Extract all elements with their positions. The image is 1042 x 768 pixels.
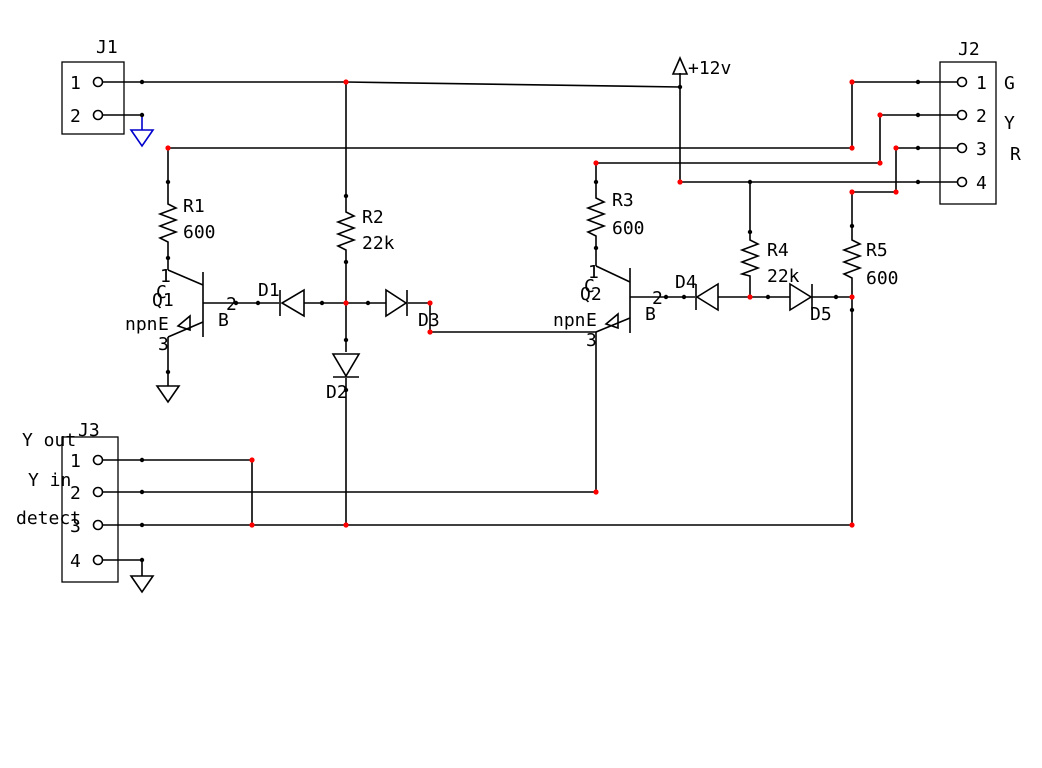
q1-emitter-arrow-icon bbox=[176, 314, 191, 332]
q1-type: npn bbox=[125, 314, 158, 335]
q2-type: npn bbox=[553, 310, 586, 331]
q1-term-c: C bbox=[156, 282, 167, 303]
r3-value: 600 bbox=[612, 218, 645, 239]
j2-pin1: 1 bbox=[976, 73, 987, 94]
j3-body bbox=[61, 436, 119, 583]
j3-signal-detect: detect bbox=[16, 508, 81, 529]
r2-ref: R2 bbox=[362, 207, 384, 228]
j2-signal-y: Y bbox=[1004, 113, 1015, 134]
j3-pin3: 3 bbox=[70, 516, 81, 537]
j1-pin2: 2 bbox=[70, 106, 81, 127]
r3-ref: R3 bbox=[612, 190, 634, 211]
supply-12v: +12v bbox=[671, 56, 731, 79]
q1-pin1: 1 bbox=[160, 266, 171, 287]
j1-body bbox=[61, 61, 125, 135]
j3-ground-icon bbox=[129, 575, 155, 594]
connector-j2: J2 1 2 3 4 G Y R bbox=[939, 39, 1021, 205]
j1-ground-icon bbox=[129, 129, 155, 148]
q1-term-b: B bbox=[218, 310, 229, 331]
diode-d4: D4 bbox=[675, 272, 719, 312]
d4-ref: D4 bbox=[675, 272, 697, 293]
j2-body bbox=[939, 61, 997, 205]
j3-signal-y-out: Y out bbox=[22, 430, 76, 451]
resistor-r2: R2 22k bbox=[335, 206, 395, 258]
r4-value: 22k bbox=[767, 266, 800, 287]
d5-ref: D5 bbox=[810, 304, 832, 325]
q2-term-b: B bbox=[645, 304, 656, 325]
j2-signal-g: G bbox=[1004, 73, 1015, 94]
resistor-r4: R4 22k bbox=[739, 236, 800, 287]
q2-ref: Q2 bbox=[580, 284, 602, 305]
resistor-r5: R5 600 bbox=[841, 232, 899, 289]
d2-ref: D2 bbox=[326, 382, 348, 403]
q2-emitter-arrow-icon bbox=[604, 312, 619, 330]
transistor-q2: 1 C Q2 npn E 3 B 2 bbox=[553, 262, 663, 351]
j3-pin2: 2 bbox=[70, 483, 81, 504]
j2-pin4: 4 bbox=[976, 173, 987, 194]
d2-symbol bbox=[331, 353, 361, 378]
r1-value: 600 bbox=[183, 222, 216, 243]
q1-term-e: E bbox=[158, 314, 169, 335]
connector-j3: J3 1 2 3 4 Y out Y in detect bbox=[16, 420, 155, 594]
r2-value: 22k bbox=[362, 233, 395, 254]
diode-d1: D1 bbox=[258, 280, 305, 318]
r5-value: 600 bbox=[866, 268, 899, 289]
resistor-r1: R1 600 bbox=[157, 196, 216, 246]
j2-signal-r: R bbox=[1010, 144, 1021, 165]
j3-pin1: 1 bbox=[70, 451, 81, 472]
d3-symbol bbox=[385, 288, 408, 318]
r1-ref: R1 bbox=[183, 196, 205, 217]
transistor-q1: 1 C Q1 npn E 3 B 2 bbox=[125, 266, 237, 355]
j2-label: J2 bbox=[958, 39, 980, 60]
diode-d5: D5 bbox=[789, 282, 832, 325]
supply-label: +12v bbox=[688, 58, 731, 79]
j3-label: J3 bbox=[78, 420, 100, 441]
r4-ref: R4 bbox=[767, 240, 789, 261]
q1-pin2: 2 bbox=[226, 294, 237, 315]
j2-pin2: 2 bbox=[976, 106, 987, 127]
q2-term-c: C bbox=[584, 276, 595, 297]
j3-pin4: 4 bbox=[70, 551, 81, 572]
d1-ref: D1 bbox=[258, 280, 280, 301]
q2-pin2: 2 bbox=[652, 288, 663, 309]
q1-pin3: 3 bbox=[158, 334, 169, 355]
q2-pin1: 1 bbox=[588, 262, 599, 283]
d5-symbol bbox=[789, 282, 813, 312]
q1-ref: Q1 bbox=[152, 290, 174, 311]
d4-symbol bbox=[695, 282, 719, 312]
q1-ground-icon bbox=[155, 385, 181, 404]
junction-dots bbox=[139, 79, 921, 563]
d1-symbol bbox=[280, 288, 305, 318]
j3-signal-y-in: Y in bbox=[28, 470, 71, 491]
j1-pin1: 1 bbox=[70, 73, 81, 94]
r5-ref: R5 bbox=[866, 240, 888, 261]
resistor-r3: R3 600 bbox=[585, 190, 645, 240]
connector-j1: J1 1 2 bbox=[61, 37, 155, 148]
j2-pin3: 3 bbox=[976, 139, 987, 160]
d3-ref: D3 bbox=[418, 310, 440, 331]
j1-label: J1 bbox=[96, 37, 118, 58]
q2-pin3: 3 bbox=[586, 330, 597, 351]
q2-term-e: E bbox=[586, 310, 597, 331]
supply-arrow-icon bbox=[671, 56, 689, 75]
diode-d2: D2 bbox=[326, 353, 361, 403]
diode-d3: D3 bbox=[385, 288, 440, 331]
